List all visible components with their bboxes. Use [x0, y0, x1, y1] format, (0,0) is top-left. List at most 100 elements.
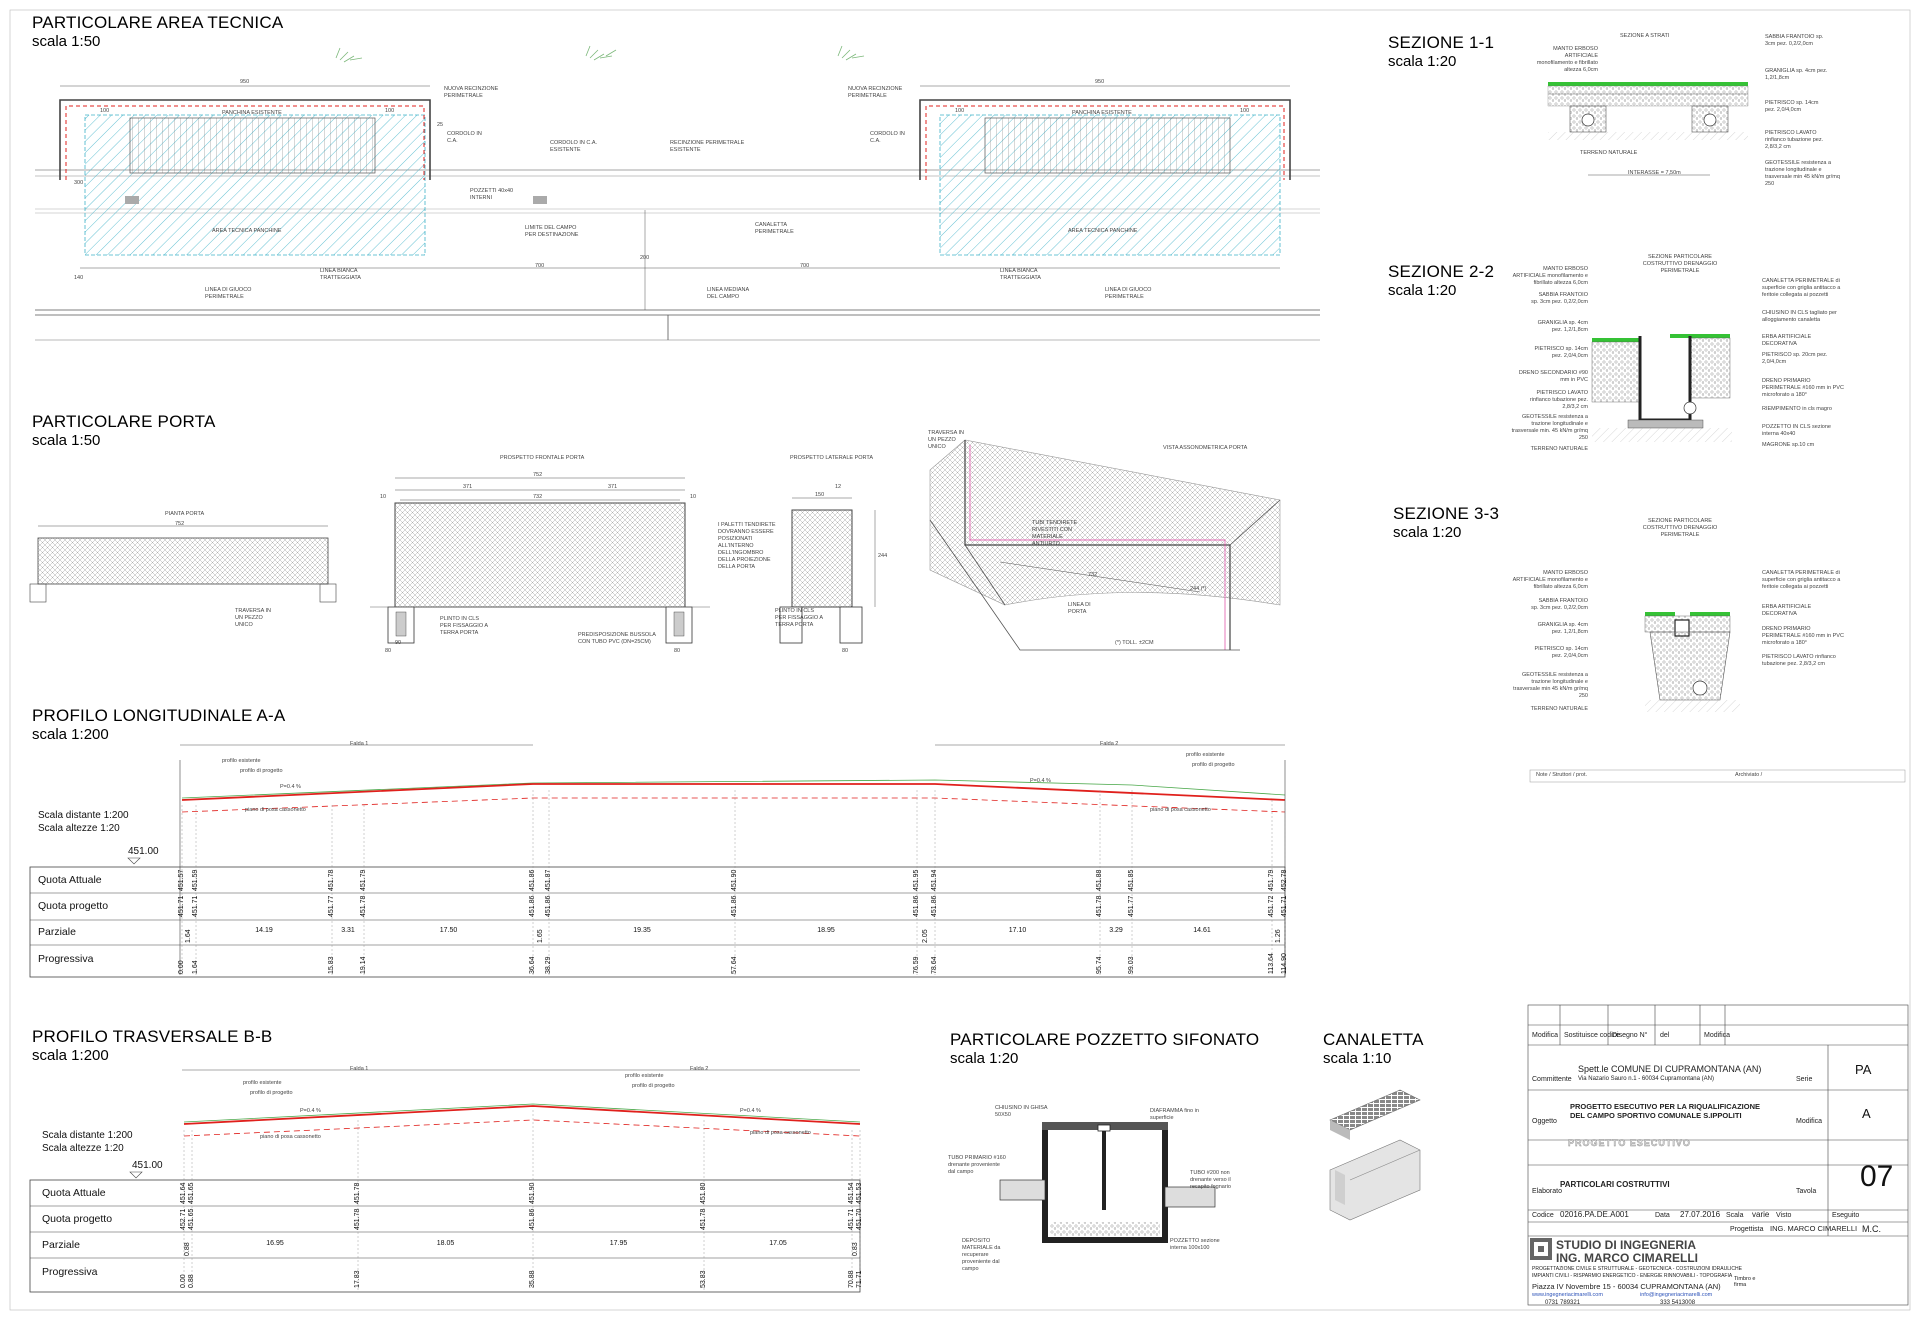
- notes-bar-frame: [1529, 769, 1906, 783]
- axo-h244: 244 (*): [1190, 586, 1207, 592]
- tb-rev-h4: Modifica: [1704, 1032, 1731, 1039]
- sez11-strati: SEZIONE A STRATI: [1620, 33, 1670, 39]
- pl-parziale: 17.50: [439, 927, 458, 934]
- pl-quota-attuale: 451.95: [913, 869, 920, 891]
- pl-parziale: 3.29: [1109, 927, 1123, 934]
- tb-studio-sub2: IMPIANTI CIVILI - RISPARMIO ENERGETICO -…: [1532, 1273, 1733, 1279]
- tb-studio-line2: ING. MARCO CIMARELLI: [1556, 1251, 1698, 1265]
- profilo-long-scale: scala 1:200: [32, 726, 109, 743]
- pt-piano-posa-r: piano di posa cassonetto: [750, 1130, 811, 1136]
- pt-progressiva: 0.00: [180, 1274, 187, 1288]
- linea-porta-label: LINEA DI PORTA: [1068, 602, 1091, 615]
- sez33-geotessile: GEOTESSILE resistenza a trazione longitu…: [1513, 672, 1588, 699]
- tb-visto-label: Visto: [1776, 1212, 1792, 1219]
- predisposizione-label: PREDISPOSIZIONE BUSSOLA CON TUBO PVC (DN…: [578, 632, 656, 645]
- sez11-scale: scala 1:20: [1388, 53, 1457, 70]
- area-tecnica-scale: scala 1:50: [32, 33, 101, 50]
- frontale-dim-752: 752: [533, 472, 543, 478]
- linea-gioco-right: LINEA DI GIUOCO PERIMETRALE: [1105, 287, 1152, 300]
- pozzetto-chiusino: CHIUSINO IN GHISA 50X50: [995, 1105, 1048, 1118]
- pl-profilo-progetto-r: profilo di progetto: [1192, 762, 1235, 768]
- canaletta-drawing: [1329, 1089, 1421, 1221]
- sez33-graniglia: GRANIGLIA sp. 4cm pez. 1,2/1,8cm: [1537, 622, 1588, 635]
- pl-progressiva: 113.64: [1268, 953, 1275, 974]
- sez22-title: SEZIONE 2-2: [1388, 262, 1495, 281]
- sheet-border: [9, 9, 1911, 1311]
- pl-quota-attuale: 451.87: [545, 869, 552, 891]
- sez33-canaletta: CANALETTA PERIMETRALE di superficie con …: [1762, 570, 1841, 590]
- pt-quota-attuale: 451.64: [180, 1182, 187, 1204]
- frontale-dim-371b: 371: [608, 484, 618, 490]
- linea-gioco-left: LINEA DI GIUOCO PERIMETRALE: [205, 287, 252, 300]
- pozzetto-title: PARTICOLARE POZZETTO SIFONATO: [950, 1030, 1260, 1049]
- linea-bianca-right: LINEA BIANCA TRATTEGGIATA: [1000, 268, 1041, 281]
- pl-scale-note-1: Scala distante 1:200: [38, 810, 129, 821]
- pl-quota-attuale: 451.59: [192, 869, 199, 891]
- sez11-sabbia: SABBIA FRANTOIO sp. 3cm pez. 0,2/2,0cm: [1765, 34, 1824, 47]
- laterale-dim-150: 150: [815, 492, 825, 498]
- pt-progressiva: 0.88: [188, 1274, 195, 1288]
- pl-parziale: 14.19: [255, 927, 273, 934]
- tb-web[interactable]: www.ingegneriacimarelli.com: [1532, 1292, 1603, 1298]
- sez33-dreno: DRENO PRIMARIO PERIMETRALE #160 mm in PV…: [1762, 626, 1844, 646]
- pali-label: I PALETTI TENDIRETE DOVRANNO ESSERE POSI…: [718, 522, 776, 570]
- tb-modifica: A: [1862, 1106, 1871, 1121]
- pl-row-quota-progetto: Quota progetto: [38, 900, 109, 912]
- cordolo-esistente: CORDOLO IN C.A. ESISTENTE: [550, 140, 598, 153]
- sez11-terreno: TERRENO NATURALE: [1580, 150, 1638, 156]
- pl-quota-attuale: 451.79: [360, 869, 367, 891]
- pt-profilo-progetto-r: profilo di progetto: [632, 1083, 675, 1089]
- area-tecnica-drawing: [35, 45, 1320, 341]
- pl-progressiva: 15.83: [328, 956, 335, 974]
- tb-rev-h0: Modifica: [1532, 1032, 1559, 1039]
- sez22-terreno: TERRENO NATURALE: [1530, 446, 1588, 452]
- pt-parziale: 0.88: [184, 1242, 191, 1256]
- dim-100-c: 100: [955, 108, 965, 114]
- pl-profilo-progetto: profilo di progetto: [240, 768, 283, 774]
- pl-pendenza-r: P=0.4 %: [1030, 778, 1051, 784]
- pl-quota-attuale: 451.79: [1268, 869, 1275, 891]
- pl-profilo-esistente: profilo esistente: [222, 758, 261, 764]
- pl-parziale: 17.10: [1008, 927, 1027, 934]
- pl-quota-attuale: 451.85: [1128, 869, 1135, 891]
- dim-950-left: 950: [240, 79, 250, 85]
- tb-scala: varie: [1752, 1210, 1770, 1219]
- pl-progressiva: 99.03: [1128, 956, 1135, 974]
- pozzetto-diaframma: DIAFRAMMA fino in superficie: [1150, 1108, 1199, 1121]
- pozzetto-tubo-primario: TUBO PRIMARIO #160 drenante proveniente …: [948, 1155, 1006, 1175]
- pl-piano-posa: piano di posa cassonetto: [245, 807, 306, 813]
- pt-falda2: Falda 2: [690, 1066, 709, 1072]
- sez11-graniglia: GRANIGLIA sp. 4cm pez. 1,2/1,8cm: [1765, 68, 1828, 81]
- pl-quota-progetto: 451.86: [913, 895, 920, 917]
- pt-row-progressiva: Progressiva: [42, 1266, 98, 1278]
- sez22-pozzetto: POZZETTO IN CLS sezione interna 40x40: [1762, 424, 1831, 437]
- tb-data: 27.07.2016: [1680, 1210, 1721, 1219]
- pl-parziale: 14.61: [1193, 927, 1211, 934]
- sez22-canaletta: CANALETTA PERIMETRALE di superficie con …: [1762, 278, 1841, 298]
- pt-profilo-esistente-r: profilo esistente: [625, 1073, 664, 1079]
- pl-piano-posa-r: piano di posa cassonetto: [1150, 807, 1211, 813]
- pl-progressiva: 36.64: [529, 956, 536, 974]
- pozzetto-drawing: [999, 1122, 1216, 1243]
- dim-100-b: 100: [385, 108, 395, 114]
- sezione-1-1-drawing: [1547, 82, 1749, 176]
- pianta-porta-label: PIANTA PORTA: [165, 511, 205, 517]
- canaletta-title: CANALETTA: [1323, 1030, 1424, 1049]
- tb-eseguito-label: Eseguito: [1832, 1212, 1860, 1219]
- frontale-label: PROSPETTO FRONTALE PORTA: [500, 455, 585, 461]
- pl-quota-progetto: 451.78: [360, 895, 367, 917]
- tb-progettista: ING. MARCO CIMARELLI: [1770, 1224, 1858, 1233]
- pt-quota-attuale: 451.78: [354, 1182, 361, 1204]
- profilo-trasv-scale: scala 1:200: [32, 1047, 109, 1064]
- pt-profilo-progetto: profilo di progetto: [250, 1090, 293, 1096]
- pt-pendenza-r: P=0.4 %: [740, 1108, 761, 1114]
- pl-quota-progetto: 451.71: [178, 895, 185, 917]
- sez22-pietrisco-lavato: PIETRISCO LAVATO rinfianco tubazione pez…: [1529, 390, 1588, 410]
- tb-email[interactable]: info@ingegneriacimarelli.com: [1640, 1292, 1713, 1298]
- pt-quota-attuale: 451.53: [856, 1182, 863, 1204]
- pl-progressiva: 0.00: [178, 960, 185, 974]
- dim-80-a: 80: [385, 648, 392, 654]
- pl-quota-progetto: 451.77: [1128, 895, 1135, 917]
- tubi-label: TUBI TENDIRETE RIVESTITI CON MATERIALE A…: [1032, 520, 1078, 547]
